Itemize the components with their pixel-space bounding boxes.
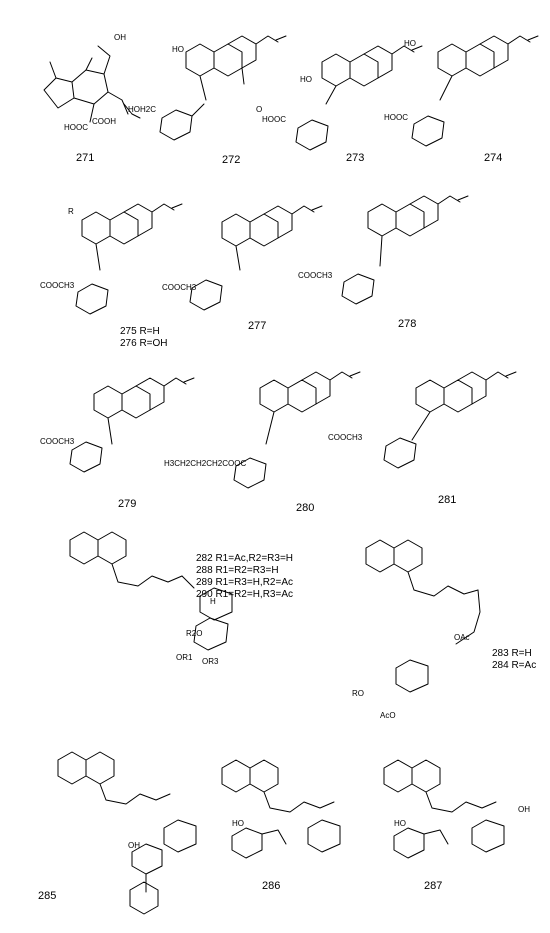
atom-r3: OR3 [202,657,219,666]
atom-ho: HO [232,819,244,828]
atom-coocH3: COOCH3 [40,437,75,446]
compound-sublabel-276: 276 R=OH [120,338,168,349]
structure-271 [43,45,141,123]
structure-275 [75,203,183,315]
atom-hoh2c: HOH2C [128,105,156,114]
compound-label-274: 274 [484,152,503,164]
atom-oh: OH [518,805,530,814]
structure-286 [221,759,341,859]
compound-sublabel-275: 275 R=H [120,326,160,337]
compound-label-273: 273 [346,152,365,164]
atom-oh: OH [128,841,140,850]
compound-sublabel-289: 289 R1=R3=H,R2=Ac [196,577,294,588]
compound-label-271: 271 [76,152,95,164]
structure-273 [295,45,423,151]
compound-sublabel-282: 282 R1=Ac,R2=R3=H [196,553,294,564]
compound-sublabel-290: 290 R1=R2=H,R3=Ac [196,589,294,600]
structure-278 [341,195,469,305]
atom-oac: OAc [454,633,470,642]
atom-aco: AcO [380,711,396,720]
atom-coocH3: COOCH3 [298,271,333,280]
atom-coocH3: COOCH3 [328,433,363,442]
structure-281 [383,371,517,469]
atom-coocH3: COOCH3 [162,283,197,292]
atom-butyl: H3CH2CH2CH2COOC [164,459,246,468]
structure-280 [233,371,361,489]
atom-cooh: COOH [92,117,116,126]
atom-oh: OH [114,33,126,42]
structure-277 [189,205,323,311]
structure-285 [57,751,197,915]
compound-sublabel-283: 283 R=H [492,648,532,659]
compound-label-280: 280 [296,502,315,514]
atom-ro: RO [352,689,364,698]
compound-sublabel-284: 284 R=Ac [492,660,537,671]
compound-label-272: 272 [222,154,241,166]
structure-279 [69,377,195,473]
structure-274 [411,35,539,147]
atom-hooc: HOOC [262,115,286,124]
atom-hooc: HOOC [64,123,88,132]
compound-label-277: 277 [248,320,267,332]
atom-ho: HO [394,819,406,828]
atom-r1: OR1 [176,653,193,662]
compound-label-287: 287 [424,880,443,892]
structure-272 [159,35,287,141]
atom-r2: R2O [186,629,202,638]
compound-label-278: 278 [398,318,417,330]
atom-coocH3: COOCH3 [40,281,75,290]
compound-label-286: 286 [262,880,281,892]
atom-ho: HO [300,75,312,84]
atom-labels: OH HOOC COOH HO HOH2C O HO HOOC HO HOOC … [40,33,530,850]
structure-282 [69,531,233,651]
atom-ho: HO [404,39,416,48]
compound-label-285: 285 [38,890,57,902]
atom-r: R [68,207,74,216]
atom-ho: HO [172,45,184,54]
structure-287 [383,759,505,859]
compound-sublabel-288: 288 R1=R2=R3=H [196,565,279,576]
atom-h: H [210,597,216,606]
structure-283 [365,539,481,693]
atom-hooc: HOOC [384,113,408,122]
atom-o: O [256,105,262,114]
compound-label-279: 279 [118,498,137,510]
compound-label-281: 281 [438,494,457,506]
